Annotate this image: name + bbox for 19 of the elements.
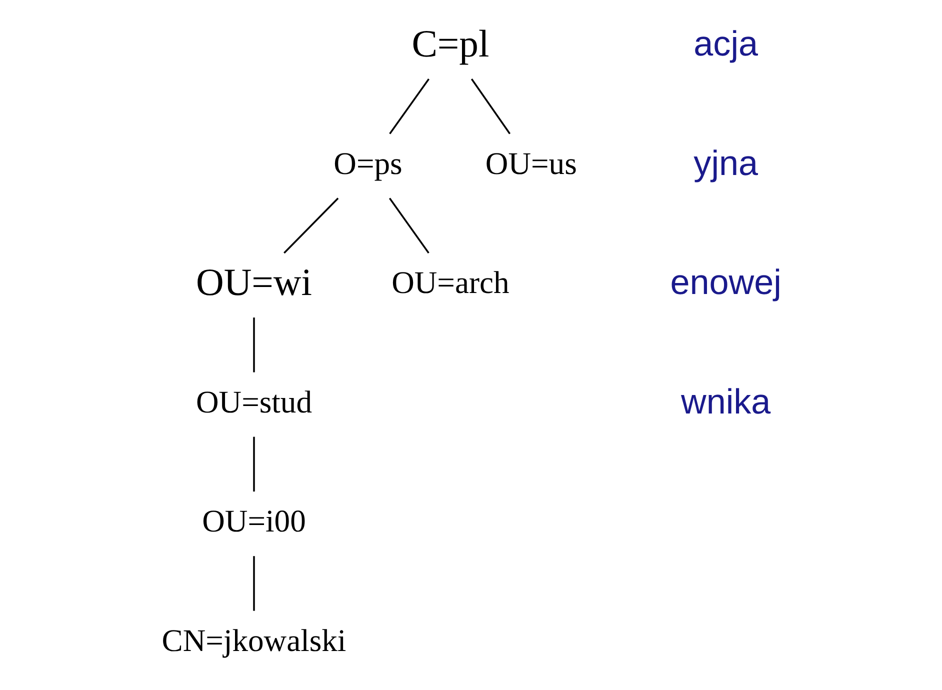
connector (252, 556, 254, 611)
connector (252, 436, 254, 492)
connector (283, 198, 338, 254)
label: acja (693, 24, 758, 64)
node-text: C=pl (411, 24, 489, 66)
node-text: OU=stud (195, 384, 312, 420)
node-text: OU=arch (391, 265, 509, 300)
connector (388, 198, 429, 254)
label: enowej (670, 263, 781, 302)
node-text: O=ps (333, 146, 402, 181)
label: yjna (693, 144, 758, 183)
label: wnika (680, 382, 770, 422)
connector (252, 318, 254, 372)
node-text: OU=us (484, 146, 576, 181)
node-text: OU=wi (195, 262, 312, 304)
connector (470, 78, 510, 134)
node-text: CN=jkowalski (161, 622, 346, 658)
connector (388, 78, 429, 134)
node-text: OU=i00 (202, 504, 306, 539)
